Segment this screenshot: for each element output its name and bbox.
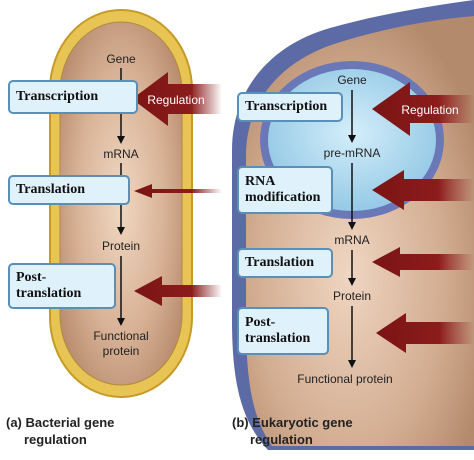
- bact-box-transcription: Transcription: [8, 80, 138, 114]
- euk-regulation-arrow-translation: [372, 247, 474, 277]
- euk-regulation-arrow-transcription: [372, 82, 474, 136]
- bact-regulation-arrow-posttranslation: [134, 276, 222, 306]
- caption-bacterial-line1: (a) Bacterial gene: [6, 415, 115, 430]
- bact-regulation-label: Regulation: [147, 93, 204, 107]
- bact-step-protein: Protein: [102, 239, 140, 253]
- caption-eukaryotic-line1: (b) Eukaryotic gene: [232, 415, 353, 430]
- euk-regulation-arrow-rna-modification: [372, 170, 474, 210]
- euk-box-rna-modification: RNA modification: [237, 166, 333, 214]
- euk-step-functional-protein: Functional protein: [297, 372, 392, 386]
- bact-box-translation: Translation: [8, 175, 130, 205]
- eukaryotic-flow: Gene pre-mRNA mRNA Protein Functional pr…: [297, 73, 392, 386]
- bact-box-transcription-text: Transcription: [16, 88, 99, 104]
- bact-step-mrna: mRNA: [103, 147, 138, 161]
- bacterial-regulation-arrows: Regulation: [132, 72, 222, 306]
- eukaryotic-regulation-arrows: Regulation: [372, 82, 474, 353]
- euk-box-posttranslation-line1: Post-: [245, 314, 276, 330]
- euk-step-premrna: pre-mRNA: [324, 146, 381, 160]
- euk-regulation-arrow-posttranslation: [376, 313, 474, 353]
- bact-box-posttranslation: Post- translation: [8, 263, 116, 309]
- bact-box-posttranslation-line1: Post-: [16, 269, 47, 285]
- caption-eukaryotic: (b) Eukaryotic gene regulation: [232, 414, 452, 448]
- bact-step-gene: Gene: [106, 52, 136, 66]
- caption-bacterial: (a) Bacterial gene regulation: [6, 414, 206, 448]
- bact-regulation-arrow-translation: [134, 184, 222, 198]
- euk-step-gene: Gene: [337, 73, 367, 87]
- euk-box-translation-text: Translation: [245, 254, 314, 270]
- euk-regulation-label: Regulation: [401, 103, 458, 117]
- bact-step-functional: Functional: [93, 329, 148, 343]
- euk-step-mrna: mRNA: [334, 233, 369, 247]
- bact-box-translation-text: Translation: [16, 181, 85, 197]
- bact-regulation-arrow-transcription: [132, 72, 222, 126]
- euk-box-translation: Translation: [237, 248, 333, 278]
- euk-box-rna-modification-line1: RNA: [245, 173, 276, 189]
- euk-step-protein: Protein: [333, 289, 371, 303]
- caption-eukaryotic-line2: regulation: [250, 432, 313, 447]
- bact-step-protein-2: protein: [103, 344, 140, 358]
- euk-box-transcription: Transcription: [237, 92, 343, 122]
- caption-bacterial-line2: regulation: [24, 432, 87, 447]
- euk-box-posttranslation: Post- translation: [237, 307, 329, 355]
- euk-box-posttranslation-line2: translation: [245, 331, 311, 346]
- euk-box-rna-modification-line2: modification: [245, 190, 321, 205]
- bact-box-posttranslation-line2: translation: [16, 286, 82, 301]
- euk-box-transcription-text: Transcription: [245, 98, 328, 114]
